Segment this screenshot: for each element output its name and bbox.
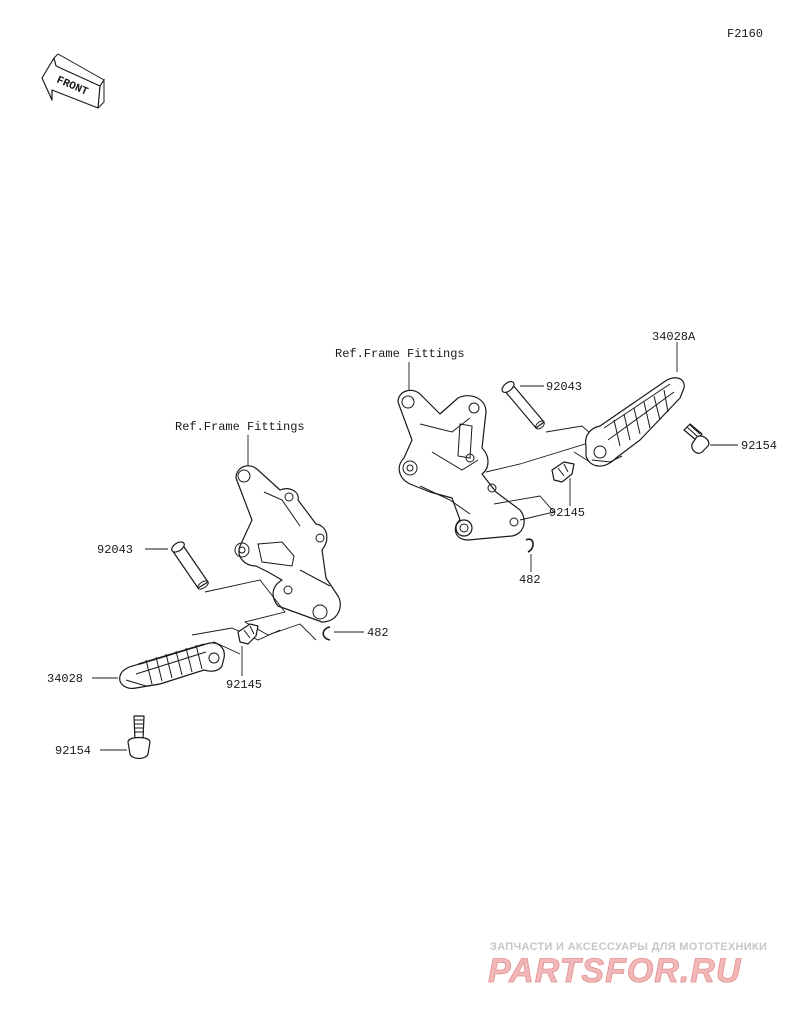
ref-frame-right-label: Ref.Frame Fittings xyxy=(335,347,465,361)
left-label-92145: 92145 xyxy=(226,678,262,692)
right-footpeg xyxy=(585,377,685,467)
left-footpeg xyxy=(119,642,225,689)
right-label-92145: 92145 xyxy=(549,506,585,520)
right-circlip xyxy=(525,538,534,553)
left-footrest-assembly: Ref.Frame Fittings 92043 xyxy=(47,420,389,760)
right-label-482: 482 xyxy=(519,573,541,587)
front-arrow-icon: FRONT xyxy=(41,53,105,109)
right-pin xyxy=(501,380,545,430)
figure-code: F2160 xyxy=(727,27,763,41)
watermark-logo: PARTSFOR.RU xyxy=(488,952,742,990)
right-bolt xyxy=(683,423,710,454)
left-circlip xyxy=(322,626,331,641)
left-label-482: 482 xyxy=(367,626,389,640)
right-label-92043: 92043 xyxy=(546,380,582,394)
right-bracket xyxy=(397,389,525,541)
right-label-34028A: 34028A xyxy=(652,330,696,344)
left-bracket xyxy=(234,465,341,623)
left-label-92154: 92154 xyxy=(55,744,91,758)
left-label-34028: 34028 xyxy=(47,672,83,686)
right-footrest-assembly: Ref.Frame Fittings 92043 xyxy=(335,330,777,587)
left-label-92043: 92043 xyxy=(97,543,133,557)
right-label-92154: 92154 xyxy=(741,439,777,453)
left-spring-clip xyxy=(237,623,259,645)
left-bolt xyxy=(127,715,151,760)
ref-frame-left-label: Ref.Frame Fittings xyxy=(175,420,305,434)
right-spring-clip xyxy=(551,461,575,483)
left-pin xyxy=(171,541,209,590)
watermark-tagline: ЗАПЧАСТИ И АКСЕССУАРЫ ДЛЯ МОТОТЕХНИКИ xyxy=(490,941,767,953)
